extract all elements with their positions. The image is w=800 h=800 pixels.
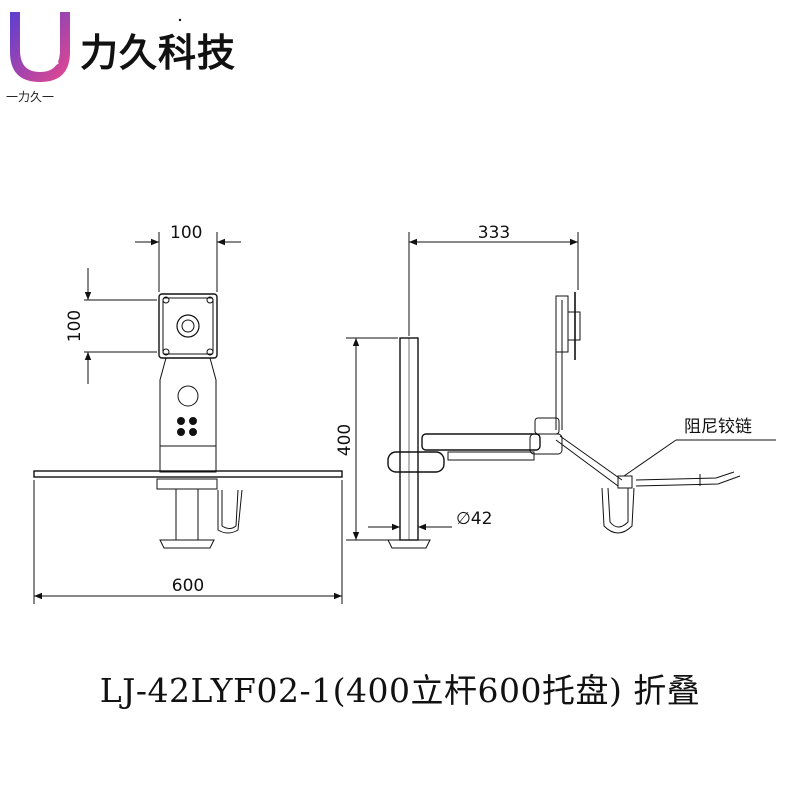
dim-arm-reach: 333 bbox=[478, 223, 510, 243]
brand-sub-label: 一力久一 bbox=[6, 90, 55, 104]
dim-pole-height: 400 bbox=[335, 424, 355, 456]
label-damping-hinge: 阻尼铰链 bbox=[684, 417, 752, 437]
brand-logo bbox=[10, 12, 182, 82]
dim-vesa-width: 100 bbox=[170, 223, 202, 243]
front-view bbox=[33, 232, 343, 604]
dim-vesa-height: 100 bbox=[65, 310, 85, 342]
dim-tray-width: 600 bbox=[172, 576, 204, 596]
side-view bbox=[346, 232, 776, 549]
brand-name: 力久科技 bbox=[80, 31, 237, 75]
technical-drawing: 100 100 600 333 400 ∅42 阻尼铰链 bbox=[33, 223, 776, 604]
dim-pole-diameter: ∅42 bbox=[456, 509, 492, 529]
model-caption: LJ-42LYF02-1(400立杆600托盘) 折叠 bbox=[99, 671, 701, 710]
